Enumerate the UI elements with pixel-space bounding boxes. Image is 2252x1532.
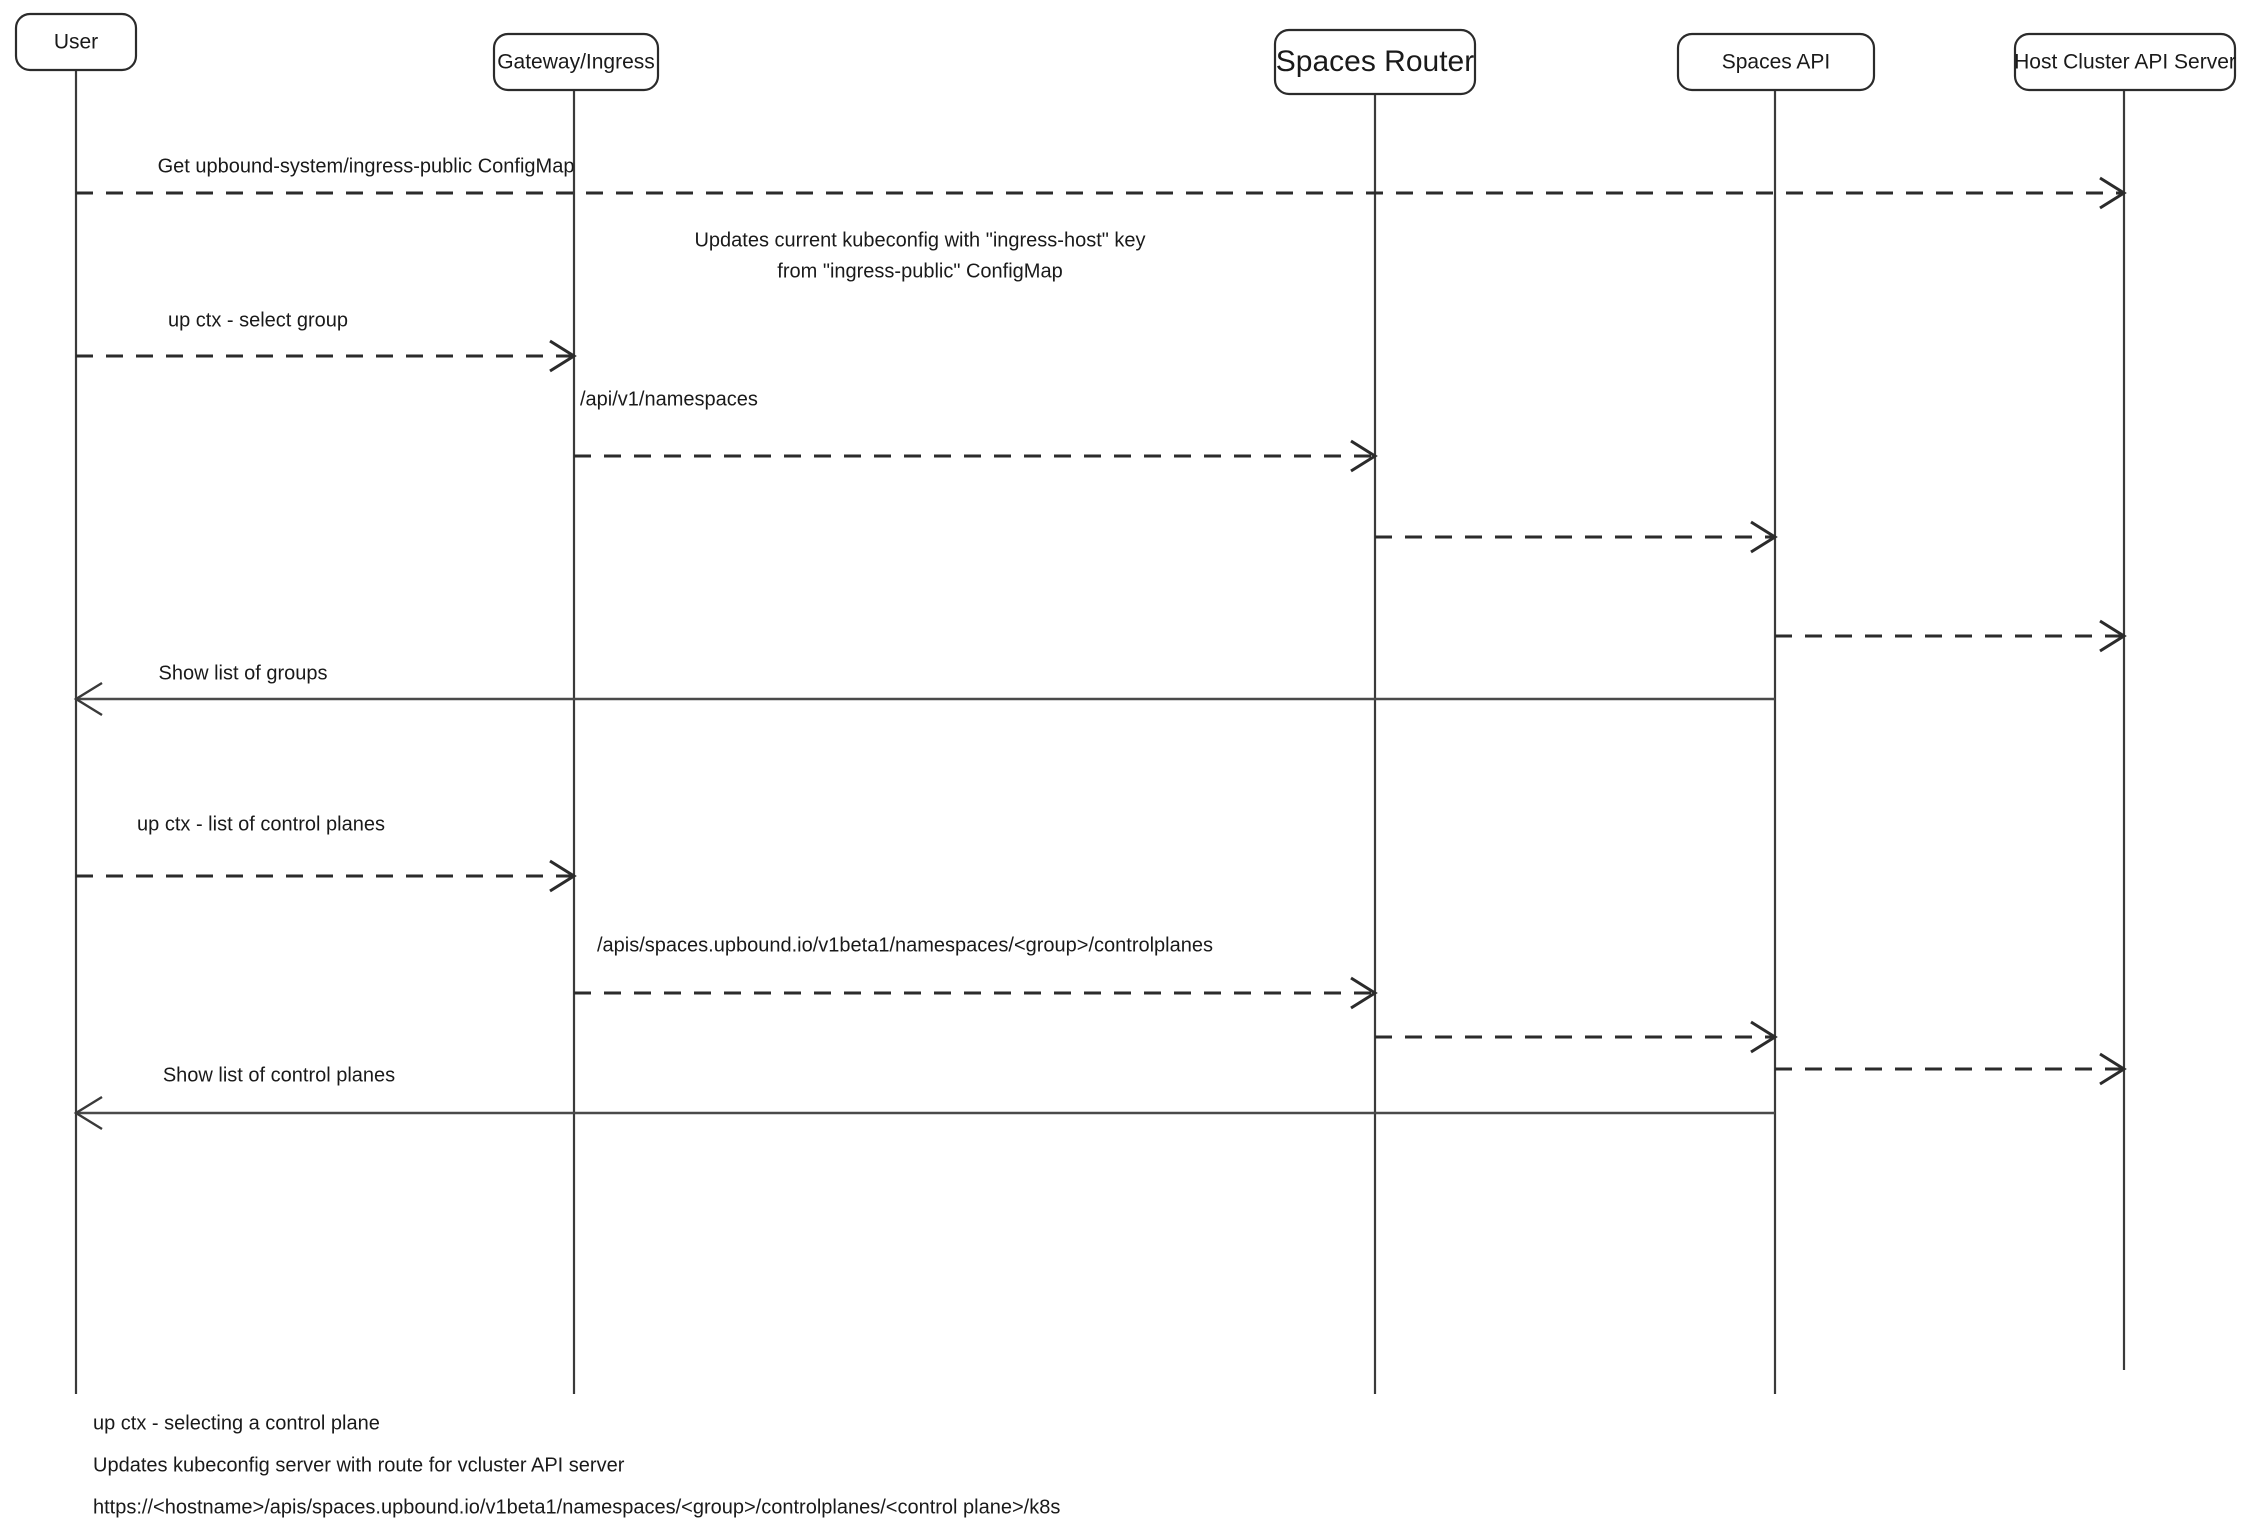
footer-note-fn1: up ctx - selecting a control plane bbox=[93, 1412, 380, 1434]
message-m11: Show list of control planes bbox=[73, 1064, 1775, 1131]
message-arrowhead-m1 bbox=[2099, 176, 2127, 210]
message-label-m6: Show list of groups bbox=[159, 662, 328, 684]
message-label-m1: Get upbound-system/ingress-public Config… bbox=[158, 155, 575, 177]
message-m2: up ctx - select group bbox=[76, 309, 577, 373]
participant-box-hostapi bbox=[2013, 32, 2237, 92]
participant-label-router: Spaces Router bbox=[1276, 45, 1474, 78]
participant-spacesapi[interactable]: Spaces API bbox=[1676, 32, 1876, 92]
footer-note-fn3: https://<hostname>/apis/spaces.upbound.i… bbox=[93, 1496, 1060, 1518]
lifelines-layer bbox=[74, 70, 2126, 1394]
message-arrowhead-m7 bbox=[549, 859, 577, 893]
note-text-note1-line-1: from "ingress-public" ConfigMap bbox=[777, 260, 1062, 282]
participant-box-user bbox=[14, 12, 138, 72]
participant-box-spacesapi bbox=[1676, 32, 1876, 92]
message-arrowhead-m2 bbox=[549, 339, 577, 373]
participant-box-gateway bbox=[492, 32, 660, 92]
message-label-m3: /api/v1/namespaces bbox=[580, 388, 758, 410]
message-m1: Get upbound-system/ingress-public Config… bbox=[76, 155, 2127, 210]
message-arrowhead-m10 bbox=[2099, 1052, 2127, 1086]
footer-note-fn2: Updates kubeconfig server with route for… bbox=[93, 1454, 625, 1476]
message-arrowhead-m9 bbox=[1750, 1020, 1778, 1054]
message-m9 bbox=[1375, 1020, 1778, 1054]
footer-notes-layer: up ctx - selecting a control planeUpdate… bbox=[93, 1412, 1060, 1518]
message-arrowhead-m3 bbox=[1350, 439, 1378, 473]
participant-label-user: User bbox=[54, 31, 98, 54]
message-label-m2: up ctx - select group bbox=[168, 309, 348, 331]
message-arrowhead-m6 bbox=[73, 681, 103, 717]
message-arrowhead-m5 bbox=[2099, 619, 2127, 653]
message-arrowhead-m4 bbox=[1750, 520, 1778, 554]
message-m5 bbox=[1775, 619, 2127, 653]
message-arrowhead-m8 bbox=[1350, 976, 1378, 1010]
participant-box-router bbox=[1273, 28, 1477, 96]
message-note1: Updates current kubeconfig with "ingress… bbox=[694, 229, 1145, 282]
note-text-note1-line-0: Updates current kubeconfig with "ingress… bbox=[694, 229, 1145, 251]
messages-layer: Get upbound-system/ingress-public Config… bbox=[73, 155, 2127, 1131]
message-m8: /apis/spaces.upbound.io/v1beta1/namespac… bbox=[574, 934, 1378, 1010]
participant-label-gateway: Gateway/Ingress bbox=[497, 51, 655, 74]
message-arrowhead-m11 bbox=[73, 1095, 103, 1131]
message-m3: /api/v1/namespaces bbox=[574, 388, 1378, 473]
message-m7: up ctx - list of control planes bbox=[76, 813, 577, 893]
participant-hostapi[interactable]: Host Cluster API Server bbox=[2013, 32, 2237, 92]
participant-label-spacesapi: Spaces API bbox=[1722, 51, 1831, 74]
message-label-m11: Show list of control planes bbox=[163, 1064, 395, 1086]
message-m6: Show list of groups bbox=[73, 662, 1775, 717]
participant-router[interactable]: Spaces Router bbox=[1273, 28, 1477, 96]
participant-label-hostapi: Host Cluster API Server bbox=[2014, 51, 2236, 74]
participant-gateway[interactable]: Gateway/Ingress bbox=[492, 32, 660, 92]
message-m10 bbox=[1775, 1052, 2127, 1086]
message-m4 bbox=[1375, 520, 1778, 554]
message-label-m7: up ctx - list of control planes bbox=[137, 813, 385, 835]
message-label-m8: /apis/spaces.upbound.io/v1beta1/namespac… bbox=[597, 934, 1213, 956]
participant-user[interactable]: User bbox=[14, 12, 138, 72]
